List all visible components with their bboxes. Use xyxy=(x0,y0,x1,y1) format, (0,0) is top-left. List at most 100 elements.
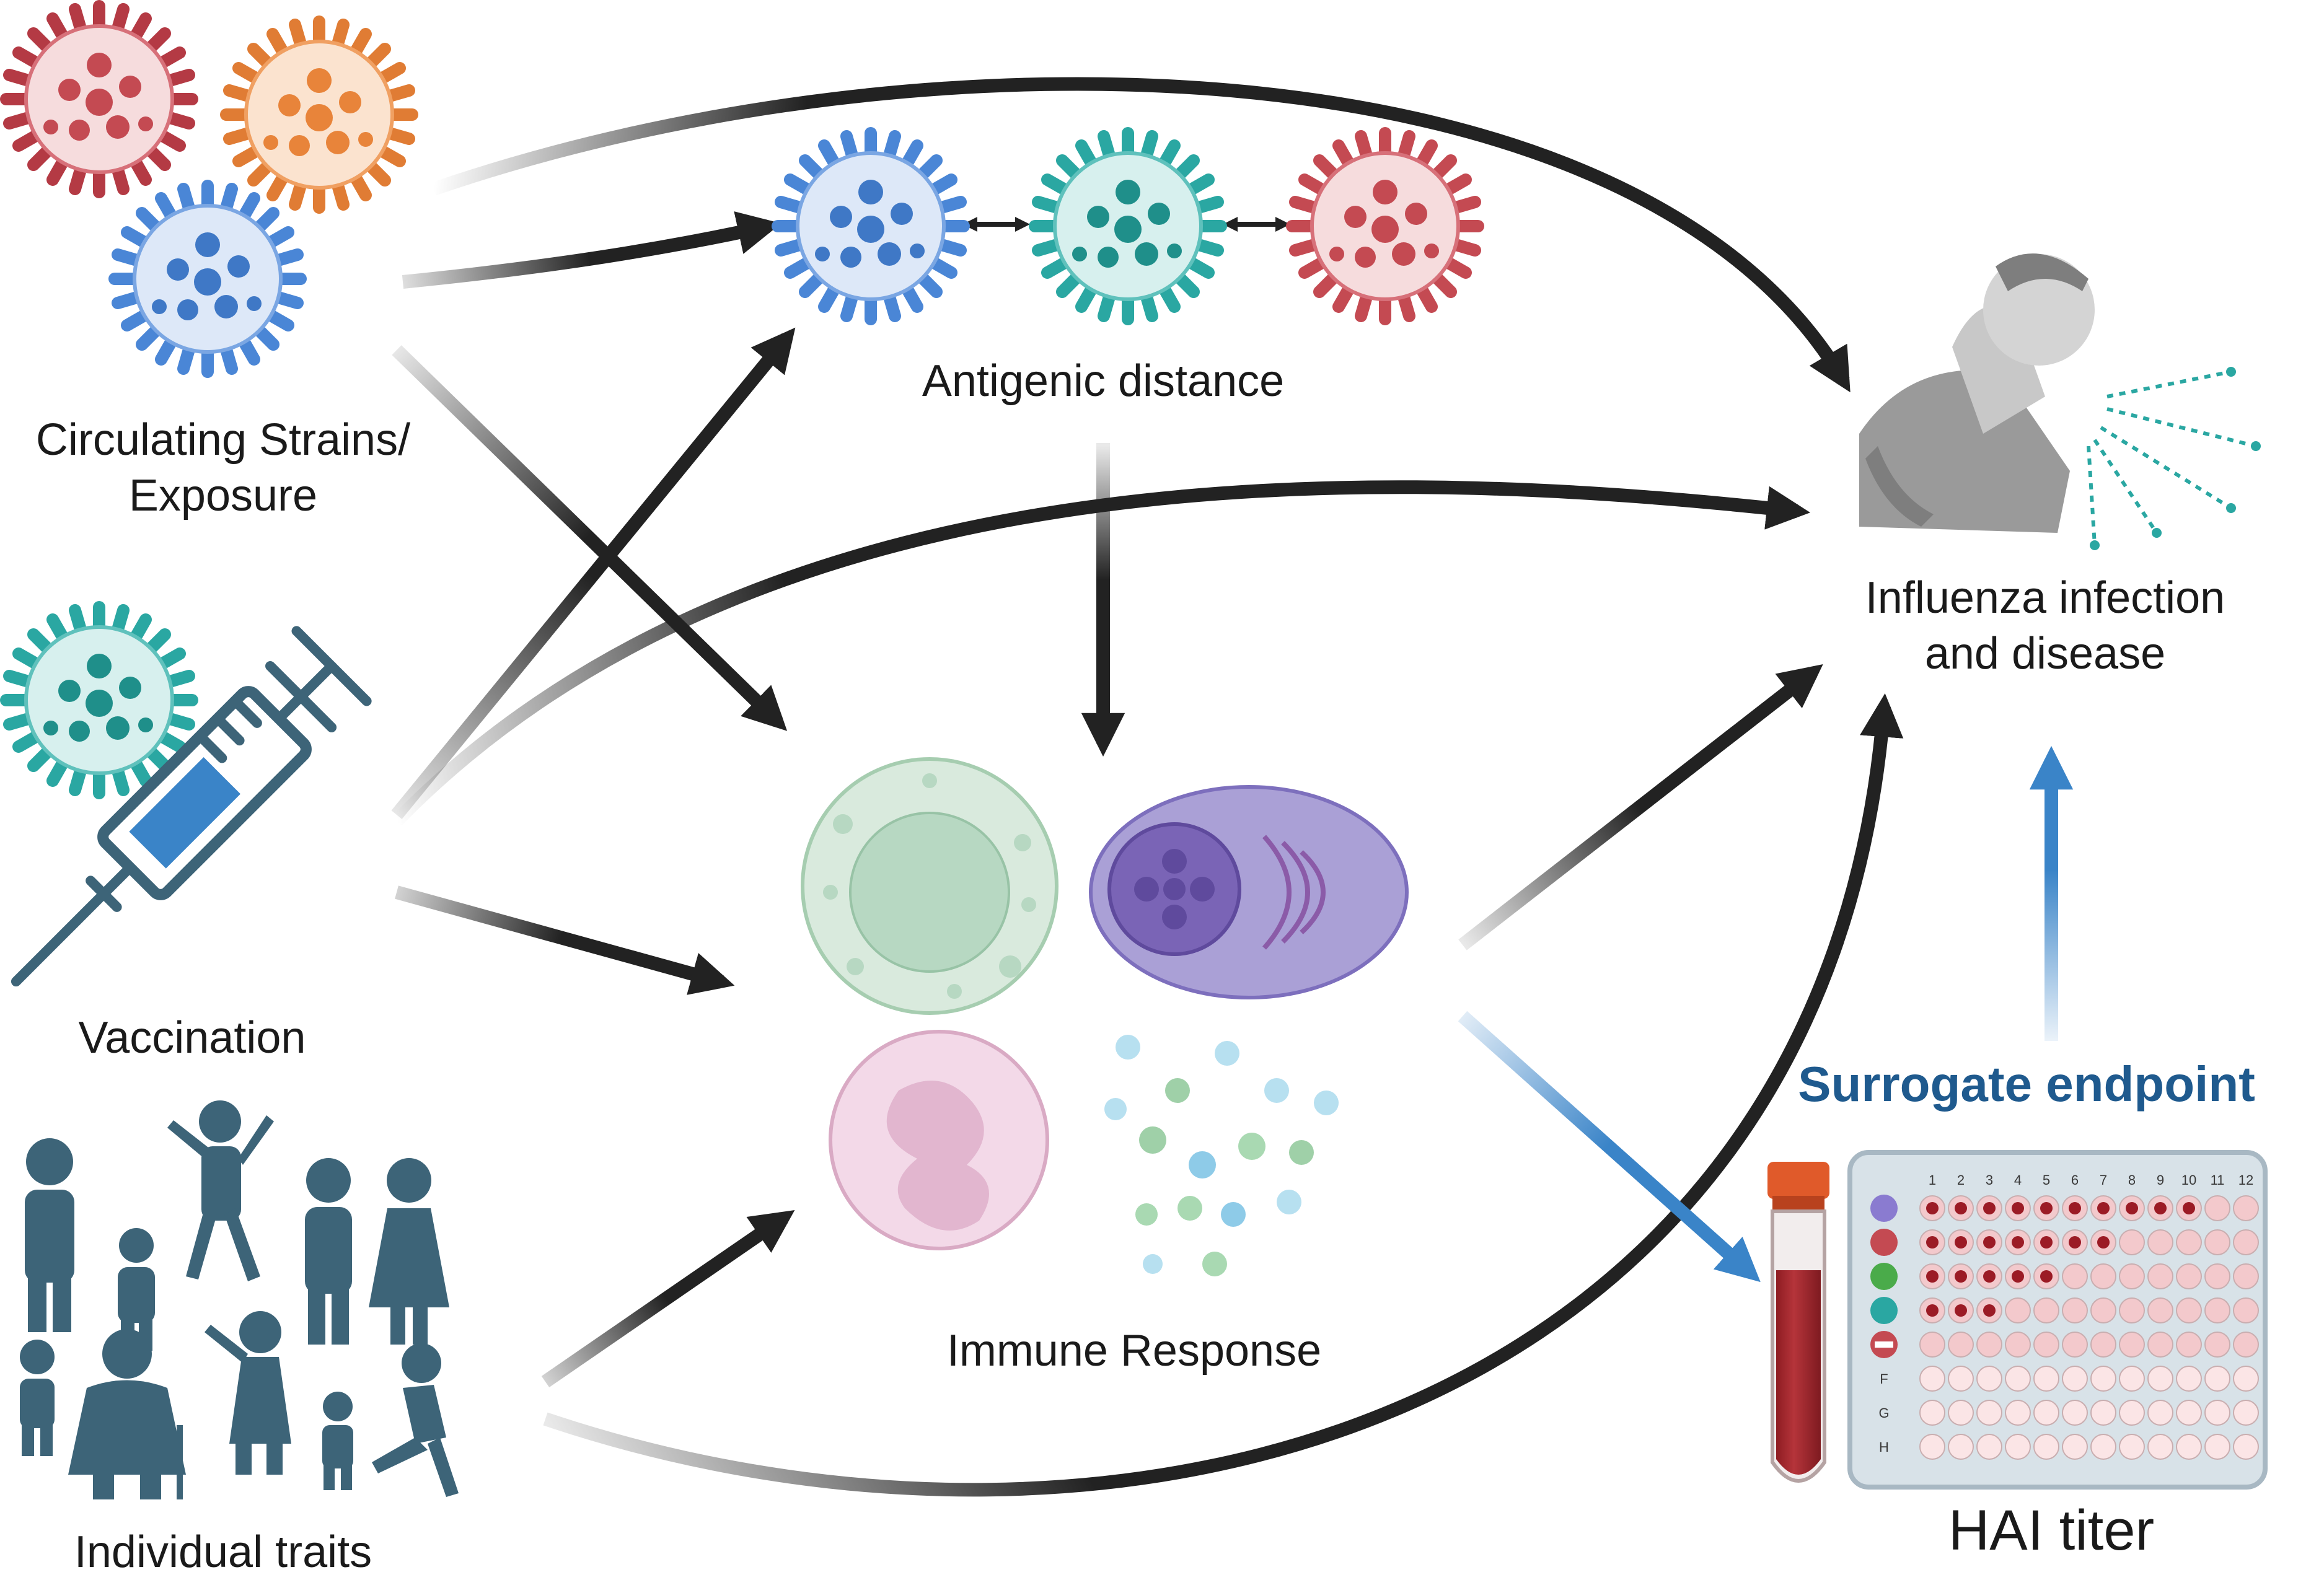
immune-cells-group xyxy=(801,757,1409,1276)
plate-well xyxy=(2005,1400,2031,1426)
plate-well xyxy=(2090,1332,2116,1358)
person-running-icon xyxy=(372,1343,459,1497)
plate-well xyxy=(2233,1263,2259,1289)
plate-column-label: 5 xyxy=(2043,1172,2050,1188)
person-kid3-icon xyxy=(322,1392,353,1490)
plate-column-label: 10 xyxy=(2181,1172,2196,1188)
plate-column-label: 12 xyxy=(2238,1172,2253,1188)
plate-well xyxy=(2176,1229,2202,1255)
plate-well-positive xyxy=(2012,1202,2024,1214)
plate-well xyxy=(2119,1366,2145,1392)
people-group-icon xyxy=(20,1100,459,1499)
plate-well xyxy=(1948,1366,1974,1392)
plate-well-positive xyxy=(2040,1236,2053,1249)
plate-well-positive xyxy=(1955,1304,1967,1317)
plate-well xyxy=(2147,1229,2173,1255)
plate-well xyxy=(2033,1297,2059,1323)
plate-well xyxy=(2204,1434,2230,1460)
arrow-immune-to-hai xyxy=(1458,1011,1761,1283)
plate-well xyxy=(2176,1297,2202,1323)
label-hai-titer: HAI titer xyxy=(1948,1499,2155,1562)
plate-well-positive xyxy=(1926,1304,1939,1317)
cough-droplets-icon xyxy=(2087,370,2256,546)
plate-well-positive xyxy=(1983,1270,1996,1283)
plate-well xyxy=(1976,1434,2002,1460)
plate-well xyxy=(2147,1400,2173,1426)
arrow-exposure-to-antigenic xyxy=(402,211,781,289)
plate-well xyxy=(1948,1400,1974,1426)
plate-well xyxy=(2090,1297,2116,1323)
plate-well xyxy=(2062,1366,2088,1392)
plate-well xyxy=(2005,1434,2031,1460)
plate-well xyxy=(2090,1400,2116,1426)
person-woman-icon xyxy=(369,1158,449,1345)
label-antigenic-distance: Antigenic distance xyxy=(922,356,1285,406)
person-jumping-icon xyxy=(167,1100,274,1281)
arrow-traits-to-immune xyxy=(541,1210,795,1388)
plate-well-positive xyxy=(2040,1202,2053,1214)
plate-well xyxy=(2033,1332,2059,1358)
plate-well xyxy=(2176,1400,2202,1426)
plate-well xyxy=(2119,1434,2145,1460)
person-dancing-icon xyxy=(205,1311,291,1475)
label-influenza-infection: Influenza infection and disease xyxy=(1810,570,2281,682)
arrow-exposure-to-infection xyxy=(431,77,1851,393)
plate-well xyxy=(1976,1366,2002,1392)
plate-column-label: 4 xyxy=(2014,1172,2022,1188)
plate-well xyxy=(2204,1229,2230,1255)
plate-well-positive xyxy=(2069,1236,2081,1249)
arrow-immune-to-infection xyxy=(1458,664,1823,950)
plate-well-positive xyxy=(1926,1236,1939,1249)
plate-well-positive xyxy=(2183,1202,2195,1214)
plate-well xyxy=(2090,1366,2116,1392)
plate-well-positive xyxy=(1983,1236,1996,1249)
sick-person-icon xyxy=(1859,253,2261,550)
plate-well-positive xyxy=(1983,1304,1996,1317)
person-man2-icon xyxy=(305,1158,352,1345)
plate-well xyxy=(2090,1263,2116,1289)
plate-well xyxy=(2147,1434,2173,1460)
plate-column-label: 11 xyxy=(2211,1172,2225,1188)
plate-column-label: 3 xyxy=(1986,1172,1993,1188)
plate-well-positive xyxy=(2012,1270,2024,1283)
plate-well-positive xyxy=(2097,1236,2110,1249)
plate-well xyxy=(2062,1400,2088,1426)
plate-well xyxy=(2233,1297,2259,1323)
arrow-traits-to-infection xyxy=(543,693,1904,1497)
plate-well xyxy=(2147,1263,2173,1289)
arrow-vaccination-to-immune xyxy=(395,885,735,995)
plate-well xyxy=(1919,1332,1945,1358)
lymphocyte-cell-icon xyxy=(801,757,1059,1015)
plate-well xyxy=(2033,1434,2059,1460)
syringe-icon xyxy=(11,626,372,987)
plate-well xyxy=(1976,1332,2002,1358)
plate-well xyxy=(2147,1366,2173,1392)
plate-well xyxy=(1919,1366,1945,1392)
plate-well xyxy=(2119,1332,2145,1358)
plate-well xyxy=(2005,1332,2031,1358)
plate-column-label: 1 xyxy=(1929,1172,1936,1188)
plate-row-label: G xyxy=(1878,1405,1889,1421)
plate-well-positive xyxy=(1926,1202,1939,1214)
label-surrogate-endpoint: Surrogate endpoint xyxy=(1798,1056,2255,1112)
antibody-particles-icon xyxy=(1104,1035,1339,1276)
plate-well xyxy=(2033,1366,2059,1392)
plate-wells xyxy=(1919,1195,2259,1460)
plate-well-positive xyxy=(1926,1270,1939,1283)
plate-row-label: F xyxy=(1880,1371,1888,1387)
plate-well xyxy=(2233,1195,2259,1221)
virus-blue-left-icon xyxy=(108,180,307,378)
virus-red-topleft-icon xyxy=(0,0,198,198)
plate-well xyxy=(2090,1434,2116,1460)
plate-well-positive xyxy=(1955,1202,1967,1214)
plate-well xyxy=(2233,1229,2259,1255)
person-kid2-icon xyxy=(20,1340,55,1456)
arrow-exposure-to-immune xyxy=(392,345,788,731)
plate-well-positive xyxy=(1955,1236,1967,1249)
plate-well-positive xyxy=(2040,1270,2053,1283)
label-circulating-strains: Circulating Strains/ Exposure xyxy=(0,412,446,524)
virus-antigenic-blue-icon xyxy=(772,127,970,325)
plate-well xyxy=(2204,1297,2230,1323)
plate-well xyxy=(2062,1434,2088,1460)
